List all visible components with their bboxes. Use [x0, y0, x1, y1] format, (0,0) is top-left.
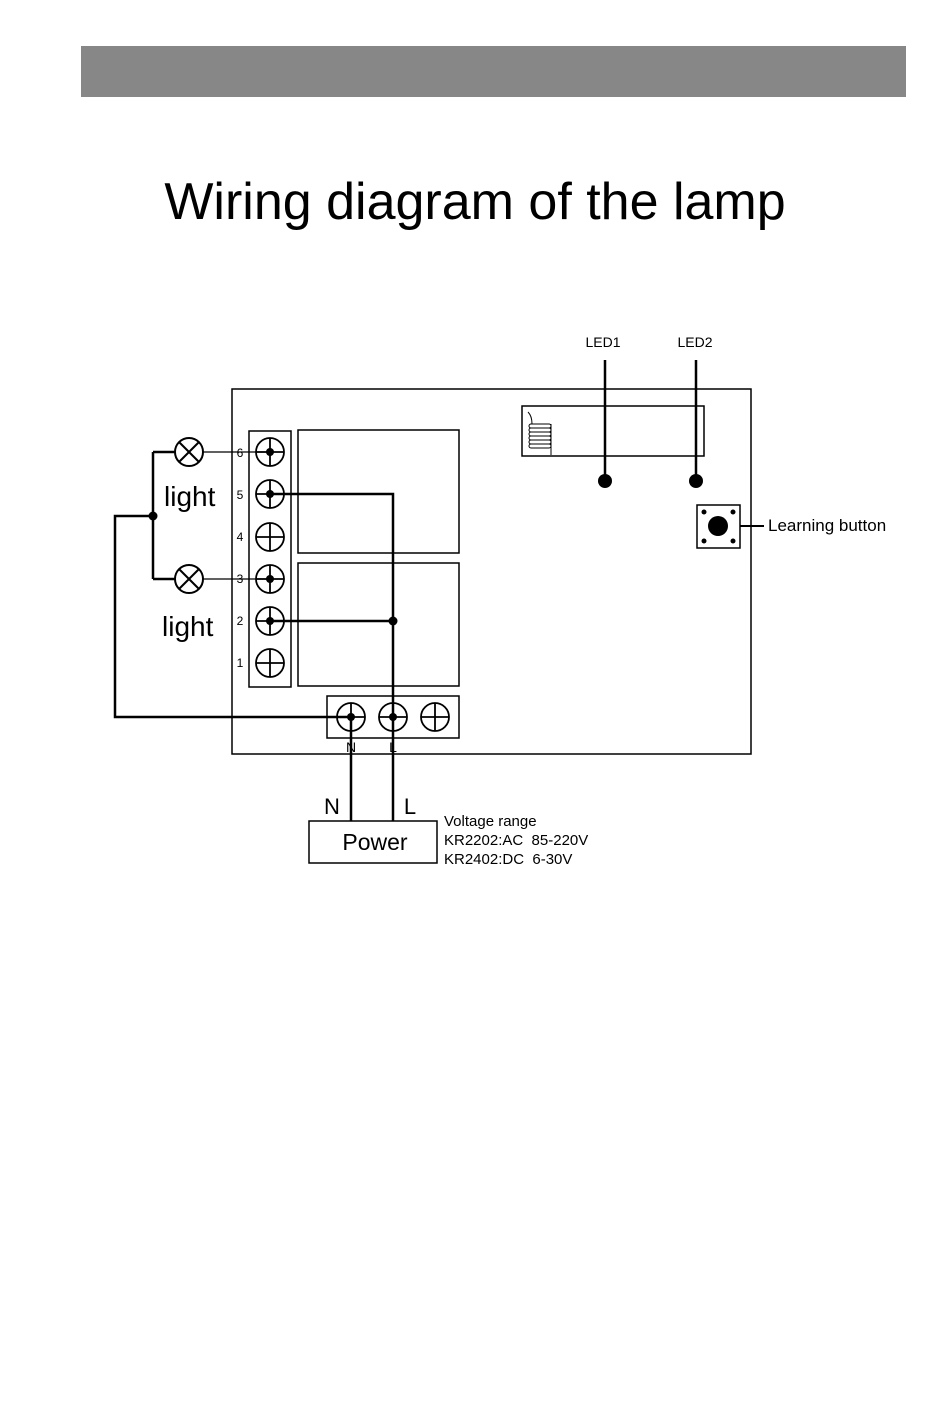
- terminal-number-1: 1: [237, 656, 244, 670]
- power-lead-l: L: [404, 794, 416, 819]
- voltage-heading: Voltage range: [444, 813, 537, 830]
- led1-label: LED1: [585, 334, 620, 350]
- relay-upper: [298, 430, 459, 553]
- terminal-number-4: 4: [237, 530, 244, 544]
- junction-dot: [389, 617, 398, 626]
- power-lead-n: N: [324, 794, 340, 819]
- relay-lower: [298, 563, 459, 686]
- lamp-icon: [175, 565, 203, 593]
- junction-dot: [266, 490, 274, 498]
- board-outline: [232, 389, 751, 754]
- antenna-module: [522, 406, 704, 456]
- learning-button: [697, 505, 740, 548]
- terminal-screw-1: [256, 649, 284, 677]
- led2-dot: [689, 474, 703, 488]
- junction-dot: [266, 617, 274, 625]
- power-terminal-screw-3: [421, 703, 449, 731]
- light-label-lower: light: [162, 611, 214, 642]
- thin-wires: [203, 452, 270, 579]
- junction-dot: [149, 512, 158, 521]
- led1-dot: [598, 474, 612, 488]
- learning-button-label: Learning button: [768, 516, 886, 535]
- voltage-line-1: KR2202:AC 85-220V: [444, 832, 588, 849]
- light-label-upper: light: [164, 481, 216, 512]
- terminal-number-5: 5: [237, 488, 244, 502]
- led2-label: LED2: [677, 334, 712, 350]
- lamp-icon: [175, 438, 203, 466]
- antenna-coil: [528, 412, 551, 455]
- junction-dot: [389, 713, 397, 721]
- power-label: Power: [342, 829, 408, 855]
- terminal-number-2: 2: [237, 614, 244, 628]
- terminal-number-6: 6: [237, 446, 244, 460]
- junction-dot: [266, 448, 274, 456]
- junction-dot: [266, 575, 274, 583]
- wires: [115, 452, 393, 821]
- voltage-line-2: KR2402:DC 6-30V: [444, 851, 572, 868]
- terminal-screw-4: [256, 523, 284, 551]
- junction-dot: [347, 713, 355, 721]
